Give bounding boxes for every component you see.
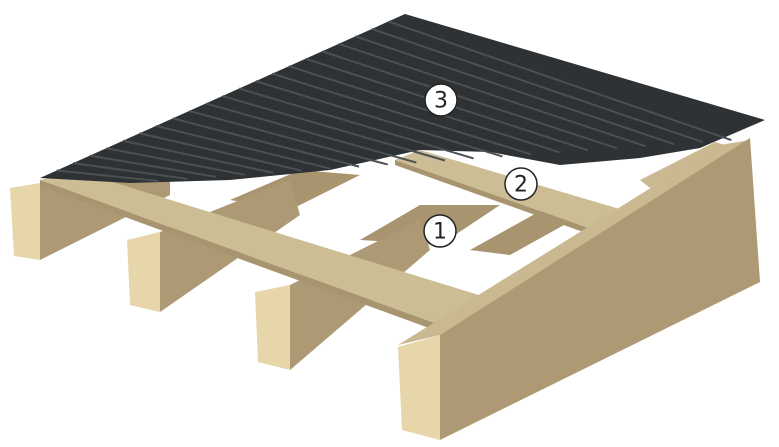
sheet-ridge: [371, 27, 704, 144]
sheet-ridge: [122, 139, 274, 174]
sheet-ridge: [89, 154, 217, 178]
roof-sheet: [40, 14, 765, 183]
batten-back: [640, 142, 728, 188]
sheet-ridge: [189, 109, 388, 166]
label-3: 3: [424, 83, 458, 117]
sheet-ridge: [106, 147, 245, 176]
batten-front: [40, 172, 495, 332]
sheet-ridge: [354, 35, 675, 146]
sheet-ridge: [388, 20, 732, 141]
sheet-ridge: [222, 95, 446, 162]
label-1: 1: [423, 214, 457, 248]
sheet-ridge: [255, 80, 503, 158]
joist-front: [398, 138, 760, 440]
sheet-ridge: [205, 102, 417, 164]
sheet-ridge: [139, 132, 303, 172]
svg-text:1: 1: [433, 220, 447, 245]
sheet-ridge: [172, 117, 360, 168]
sheet-ridge: [56, 169, 159, 182]
svg-text:3: 3: [434, 89, 448, 114]
sheet-ridge: [321, 50, 618, 150]
sheet-ridge: [73, 162, 188, 180]
sheet-ridge: [338, 42, 646, 148]
sheet-ridge: [238, 87, 474, 160]
sheet-ridge: [155, 124, 331, 170]
svg-text:2: 2: [514, 173, 528, 198]
sheet-ridge: [271, 72, 532, 156]
sheet-ridge: [288, 65, 560, 154]
label-2: 2: [504, 167, 538, 201]
